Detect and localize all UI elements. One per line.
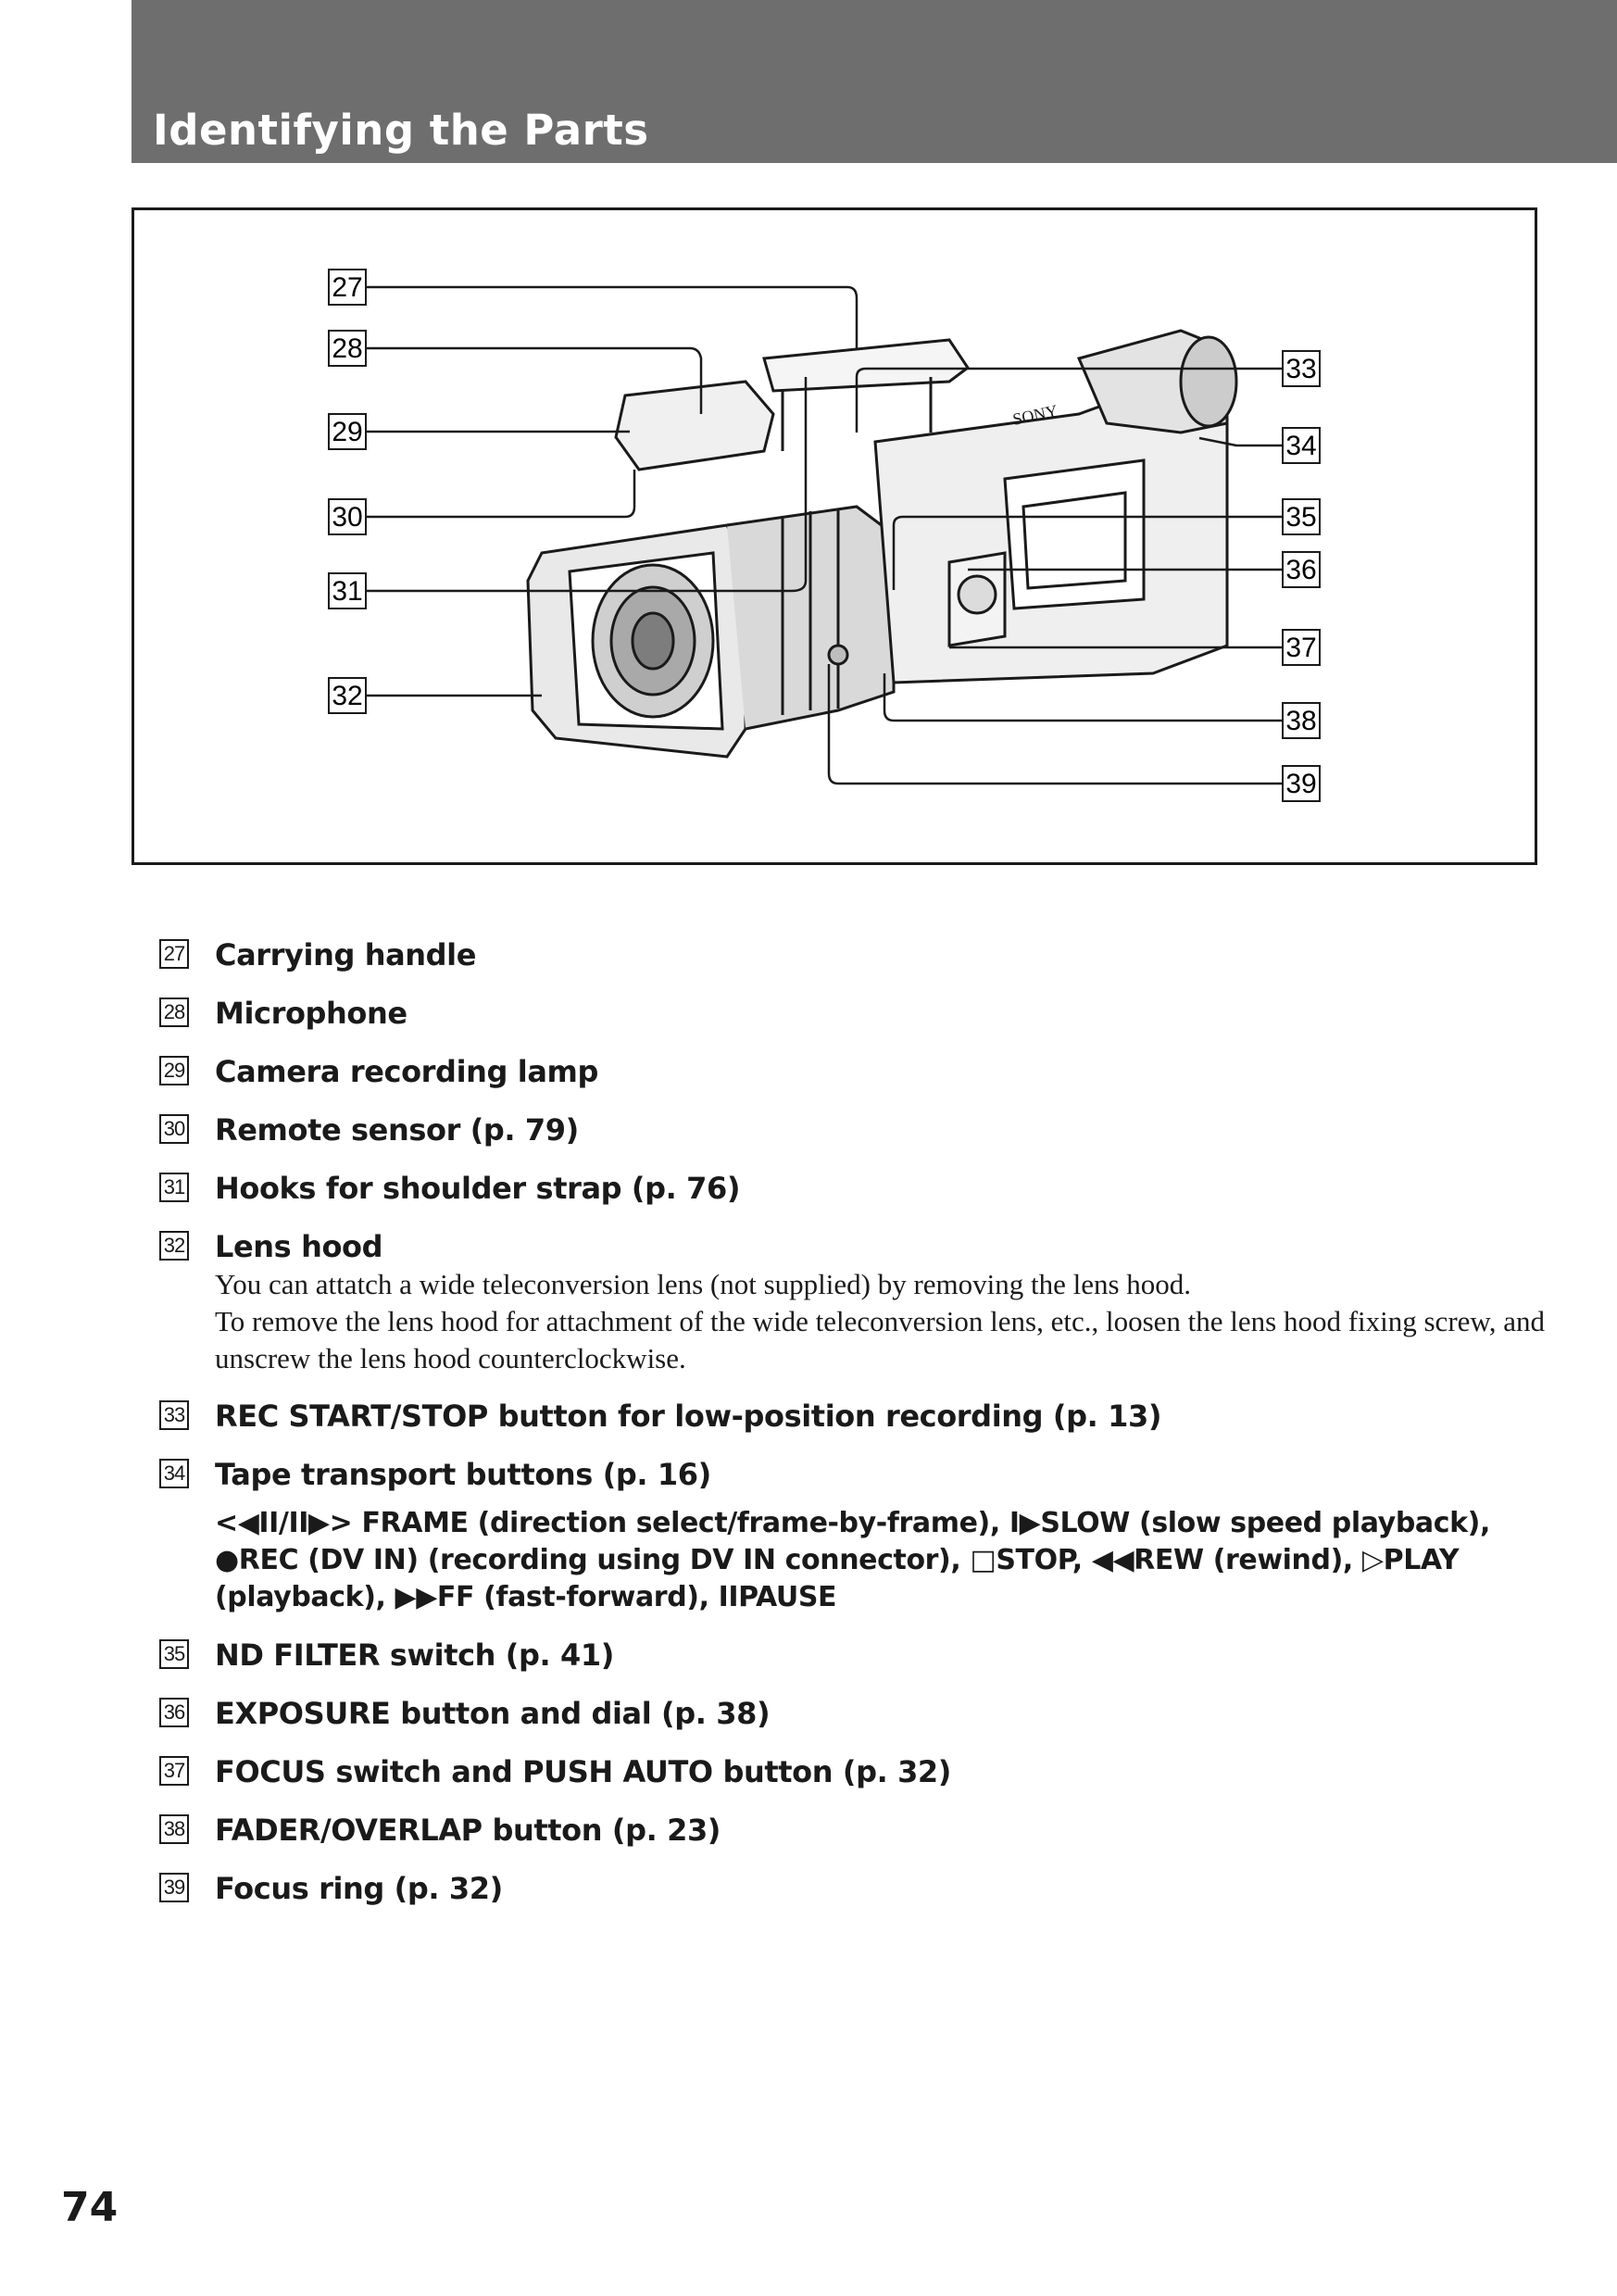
item-number-box: 31 [159, 1173, 189, 1202]
item-number-box: 38 [159, 1814, 189, 1844]
item-detail: <◀II/II▶> FRAME (direction select/frame-… [215, 1507, 1490, 1613]
list-item: 38 FADER/OVERLAP button (p. 23) [159, 1811, 1548, 1850]
list-item: 32 Lens hood You can attatch a wide tele… [159, 1227, 1548, 1377]
right-callouts: 33 34 35 36 37 38 39 [1282, 350, 1321, 802]
page-title: Identifying the Parts [153, 106, 649, 155]
callout-37: 37 [1285, 633, 1316, 663]
item-title: REC START/STOP button for low-position r… [215, 1399, 1162, 1434]
callout-34: 34 [1285, 431, 1316, 461]
item-number-box: 35 [159, 1639, 189, 1669]
list-item: 27 Carrying handle [159, 935, 1548, 974]
item-number-box: 37 [159, 1756, 189, 1786]
list-item: 36 EXPOSURE button and dial (p. 38) [159, 1694, 1548, 1733]
item-title: Tape transport buttons (p. 16) [215, 1457, 711, 1492]
list-item: 35 ND FILTER switch (p. 41) [159, 1636, 1548, 1675]
left-callouts: 27 28 29 30 31 32 [328, 269, 367, 714]
callout-32: 32 [332, 681, 362, 711]
item-number-box: 36 [159, 1698, 189, 1727]
description-line: To remove the lens hood for attachment o… [215, 1305, 1546, 1374]
camera-figure: SONY 27 28 29 30 31 32 33 34 35 36 [132, 207, 1537, 865]
item-title: Carrying handle [215, 937, 477, 972]
camcorder-illustration: SONY 27 28 29 30 31 32 33 34 35 36 [328, 269, 1321, 802]
callout-35: 35 [1285, 502, 1316, 533]
item-title: Remote sensor (p. 79) [215, 1112, 579, 1148]
item-title: Microphone [215, 996, 407, 1031]
callout-27: 27 [332, 272, 362, 303]
item-number-box: 32 [159, 1231, 189, 1261]
page-number: 74 [61, 2184, 119, 2231]
list-item: 30 Remote sensor (p. 79) [159, 1110, 1548, 1149]
callout-29: 29 [332, 417, 362, 447]
item-number-box: 30 [159, 1114, 189, 1144]
callout-30: 30 [332, 502, 362, 533]
item-title: ND FILTER switch (p. 41) [215, 1637, 614, 1673]
item-description: You can attatch a wide teleconversion le… [215, 1266, 1576, 1377]
callout-28: 28 [332, 333, 362, 364]
list-item: 39 Focus ring (p. 32) [159, 1869, 1548, 1908]
description-line: You can attatch a wide teleconversion le… [215, 1268, 1192, 1300]
parts-list: 27 Carrying handle 28 Microphone 29 Came… [159, 935, 1548, 1927]
list-item: 33 REC START/STOP button for low-positio… [159, 1397, 1548, 1436]
callout-39: 39 [1285, 769, 1316, 799]
callout-36: 36 [1285, 555, 1316, 585]
callout-31: 31 [332, 576, 362, 607]
item-number-box: 34 [159, 1459, 189, 1488]
list-item: 28 Microphone [159, 994, 1548, 1033]
item-title: FADER/OVERLAP button (p. 23) [215, 1813, 721, 1848]
list-item: 34 Tape transport buttons (p. 16) <◀II/I… [159, 1455, 1548, 1616]
item-title: FOCUS switch and PUSH AUTO button (p. 32… [215, 1754, 952, 1789]
item-number-box: 29 [159, 1056, 189, 1085]
item-number-box: 28 [159, 997, 189, 1027]
item-title: Camera recording lamp [215, 1054, 598, 1089]
item-title: Focus ring (p. 32) [215, 1871, 503, 1906]
item-number-box: 33 [159, 1400, 189, 1430]
callout-33: 33 [1285, 354, 1316, 384]
item-title: Hooks for shoulder strap (p. 76) [215, 1171, 741, 1206]
item-title: EXPOSURE button and dial (p. 38) [215, 1696, 771, 1731]
item-title: Lens hood [215, 1229, 383, 1264]
list-item: 29 Camera recording lamp [159, 1052, 1548, 1091]
header-band [132, 0, 1617, 163]
callout-38: 38 [1285, 706, 1316, 736]
leader-lines [366, 285, 1283, 785]
item-number-box: 27 [159, 939, 189, 969]
list-item: 31 Hooks for shoulder strap (p. 76) [159, 1169, 1548, 1208]
item-number-box: 39 [159, 1873, 189, 1902]
list-item: 37 FOCUS switch and PUSH AUTO button (p.… [159, 1752, 1548, 1791]
